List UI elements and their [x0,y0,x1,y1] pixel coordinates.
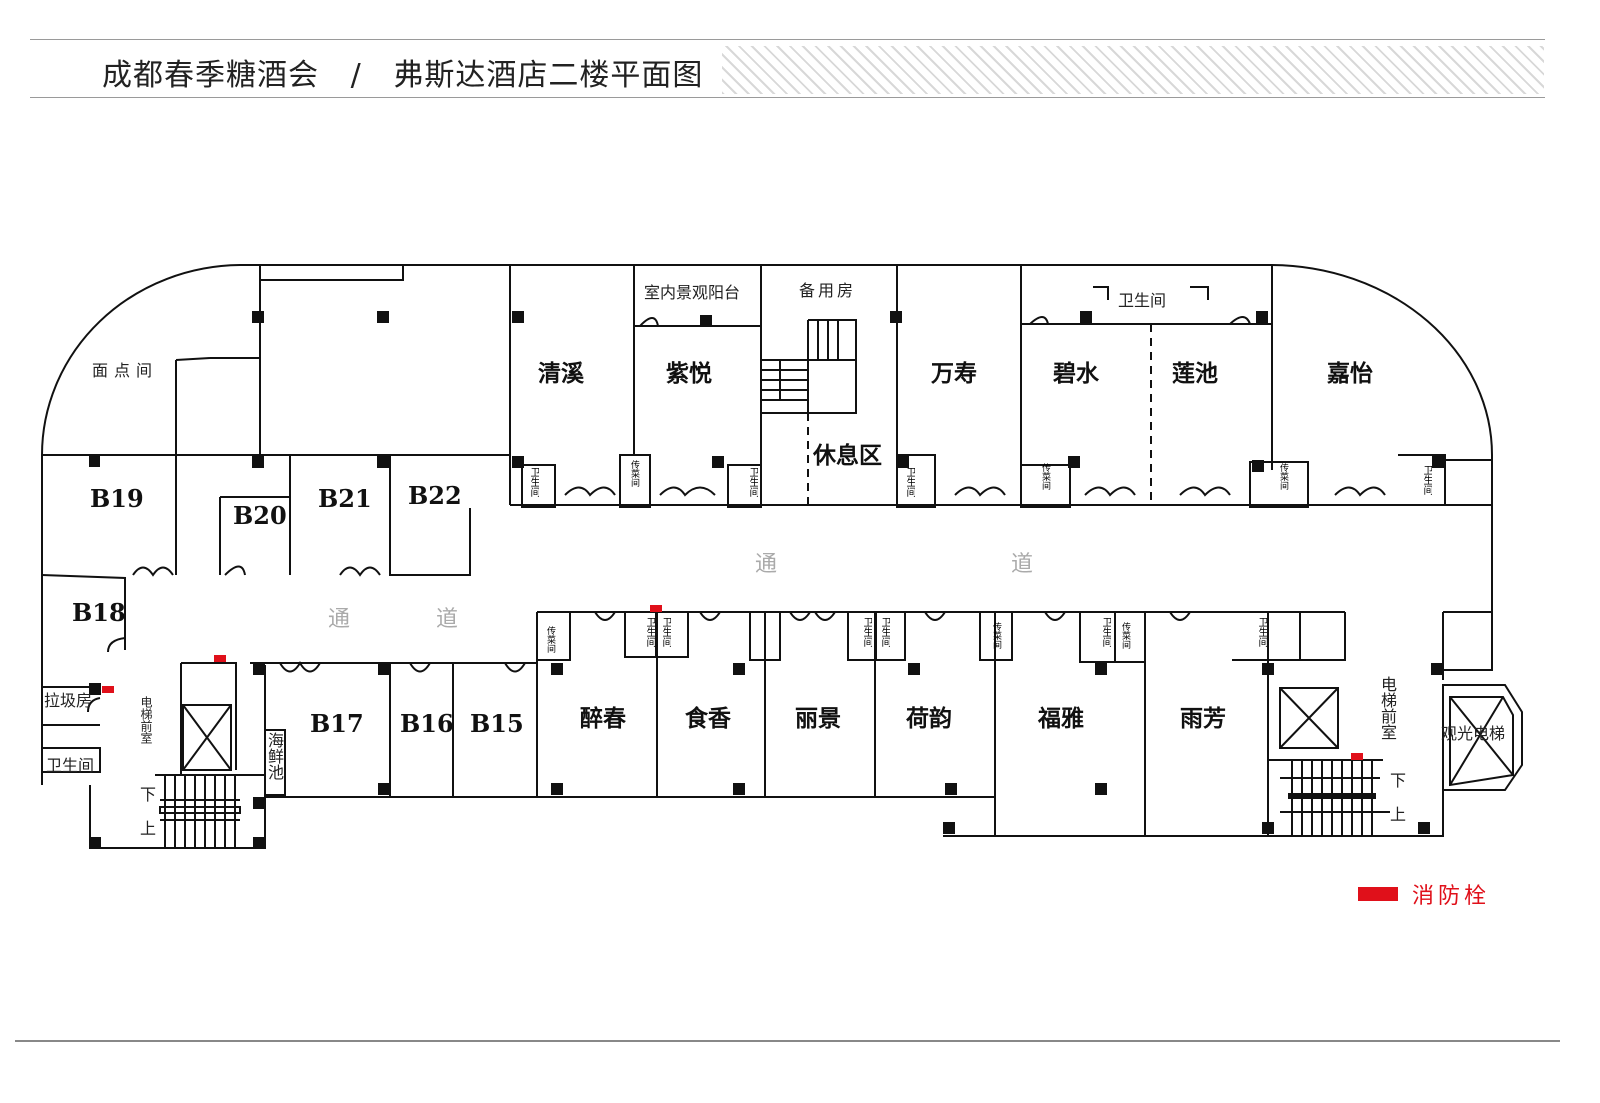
corridor-label-3: 通 [755,552,777,577]
sightseeing-elevator [1442,684,1523,791]
stair-top [761,320,839,401]
room-yufang[interactable]: 雨芳 [1180,705,1226,732]
room-toilet-top: 卫生间 [1118,291,1166,310]
sightseeing-elevator-label: 观光电梯 [1441,724,1505,743]
room-miandian: 面点间 [92,361,158,380]
stair-right-up: 上 [1390,805,1406,824]
room-ziyue[interactable]: 紫悦 [666,360,712,387]
stair-right [1280,760,1390,836]
hydrant-legend-swatch [1358,887,1398,901]
interior-walls [41,265,1493,836]
booth-b19[interactable]: B19 [90,484,144,513]
booth-b16[interactable]: B16 [400,709,454,738]
corridor-label-2: 道 [436,607,458,632]
room-zuichun[interactable]: 醉春 [580,705,627,732]
stair-left-down: 下 [140,785,156,804]
room-seafood: 海鲜池 [265,732,284,780]
room-lobby-left: 电梯前室 [139,696,153,744]
room-garbage: 拉圾房 [44,691,92,710]
stair-right-down: 下 [1390,771,1406,790]
room-shixiang[interactable]: 食香 [685,705,732,732]
fire-hydrants [102,605,1363,760]
room-spare: 备用房 [799,281,856,300]
room-balcony: 室内景观阳台 [644,283,740,302]
room-toilet-left: 卫生间 [46,756,94,775]
seafood-pool [264,729,286,796]
corridor-label-4: 道 [1011,552,1033,577]
header-rule [30,97,1545,98]
legend: 消防栓 [1358,878,1490,910]
booth-b18[interactable]: B18 [72,598,126,627]
room-bishui[interactable]: 碧水 [1052,360,1100,387]
elevator-left [182,704,232,771]
room-rest-area: 休息区 [812,442,882,469]
top-rule [30,39,1545,40]
bottom-rule [15,1040,1560,1042]
booth-b21[interactable]: B21 [318,484,372,513]
elevator-right [1279,687,1339,749]
decorative-pattern [722,46,1544,94]
booth-b20[interactable]: B20 [233,501,287,530]
room-lijing[interactable]: 丽景 [795,705,841,732]
stair-left-up: 上 [140,819,156,838]
small-room-labels: 卫生间 传菜间 卫生间 卫生间 传菜间 传菜间 卫生间 传菜间 卫生间 卫生间 … [528,460,1432,653]
room-jiayi[interactable]: 嘉怡 [1327,360,1373,387]
booth-b15[interactable]: B15 [470,709,524,738]
structural-columns [89,311,1444,849]
page-title: 成都春季糖酒会 / 弗斯达酒店二楼平面图 [102,58,704,93]
booth-b17[interactable]: B17 [310,709,364,738]
outer-wall [41,264,1493,849]
room-lobby-right: 电梯前室 [1378,676,1397,740]
service-rooms [521,454,1446,663]
room-heyun[interactable]: 荷韵 [906,705,952,732]
corridor-label-1: 通 [328,607,350,632]
rest-area-boundary [176,324,1152,506]
room-wanshou[interactable]: 万寿 [931,360,977,387]
room-lianchi[interactable]: 莲池 [1172,360,1218,387]
stair-left [159,775,241,848]
booth-b22[interactable]: B22 [408,481,462,510]
room-qingxi[interactable]: 清溪 [538,360,585,387]
doors [87,286,1386,713]
hydrant-legend-label: 消防栓 [1412,884,1491,909]
room-fuya[interactable]: 福雅 [1037,705,1084,732]
